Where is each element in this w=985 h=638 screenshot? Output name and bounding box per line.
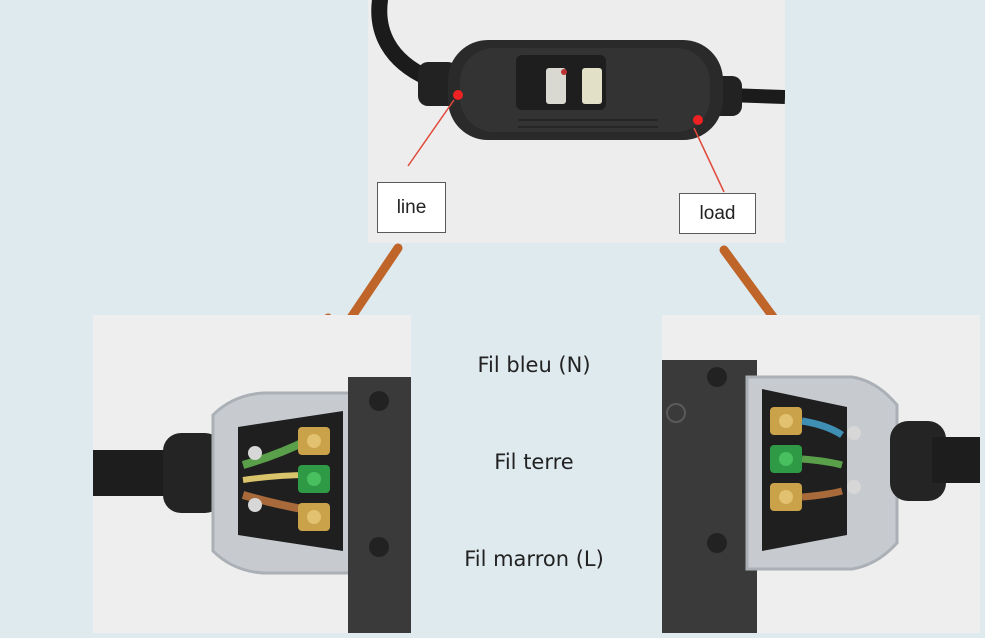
wire-label-blue-neutral: Fil bleu (N) — [477, 353, 591, 377]
rcd-device-illustration — [371, 0, 785, 193]
line-terminal-photo — [93, 315, 411, 633]
rcd-device-photo: line load — [368, 0, 785, 243]
load-terminal-illustration — [662, 315, 980, 633]
load-terminal-photo — [662, 315, 980, 633]
wire-label-brown-live: Fil marron (L) — [464, 547, 604, 571]
callout-line: line — [377, 182, 446, 233]
wire-label-earth: Fil terre — [494, 450, 574, 474]
line-terminal-illustration — [93, 315, 411, 633]
callout-load: load — [679, 193, 756, 234]
